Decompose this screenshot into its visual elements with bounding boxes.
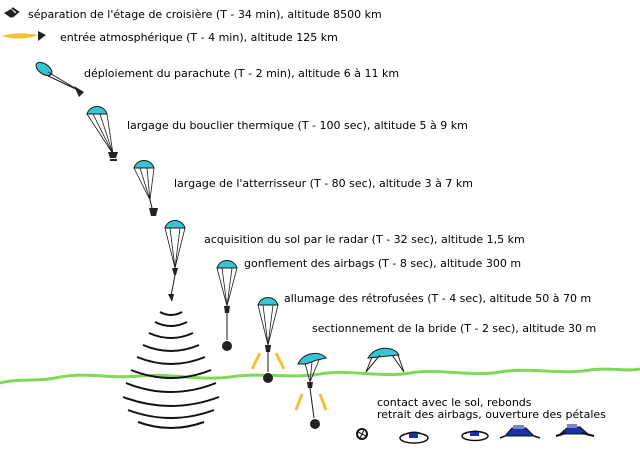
step-label-ground-contact: contact avec le sol, rebonds xyxy=(377,396,532,409)
step-label-airbag-inflation: gonflement des airbags (T - 8 sec), alti… xyxy=(244,257,522,270)
drifting-parachute-icon xyxy=(365,347,405,373)
lander-ground-sequence-icon xyxy=(356,424,595,444)
parachute-deploy-icon xyxy=(35,61,84,97)
step-label-retrorocket-ignition: allumage des rétrofusées (T - 4 sec), al… xyxy=(284,292,592,305)
step-label-bridle-cut: sectionnement de la bride (T - 2 sec), a… xyxy=(312,322,597,335)
parachute-heatshield-icon xyxy=(86,106,118,161)
step-label-parachute-deploy: déploiement du parachute (T - 2 min), al… xyxy=(84,67,400,80)
ground-line xyxy=(0,367,640,385)
parachute-airbag-icon xyxy=(216,260,238,351)
parachute-lander-drop-icon xyxy=(133,160,158,216)
radar-beam-icon xyxy=(122,311,220,429)
entry-vehicle-icon xyxy=(2,31,46,41)
parachute-bridle-cut-icon xyxy=(294,353,328,429)
cruise-stage-icon xyxy=(4,7,20,18)
step-label-lander-release: largage de l'atterrisseur (T - 80 sec), … xyxy=(174,177,473,190)
step-label-heatshield-jettison: largage du bouclier thermique (T - 100 s… xyxy=(127,119,468,132)
step-label-airbag-retraction: retrait des airbags, ouverture des pétal… xyxy=(377,408,606,421)
step-label-radar-acquisition: acquisition du sol par le radar (T - 32 … xyxy=(204,233,525,246)
parachute-radar-icon xyxy=(164,220,186,302)
step-label-cruise-separation: séparation de l'étage de croisière (T - … xyxy=(28,8,382,21)
step-label-atmospheric-entry: entrée atmosphérique (T - 4 min), altitu… xyxy=(60,31,338,44)
parachute-retrorocket-icon xyxy=(250,297,286,383)
